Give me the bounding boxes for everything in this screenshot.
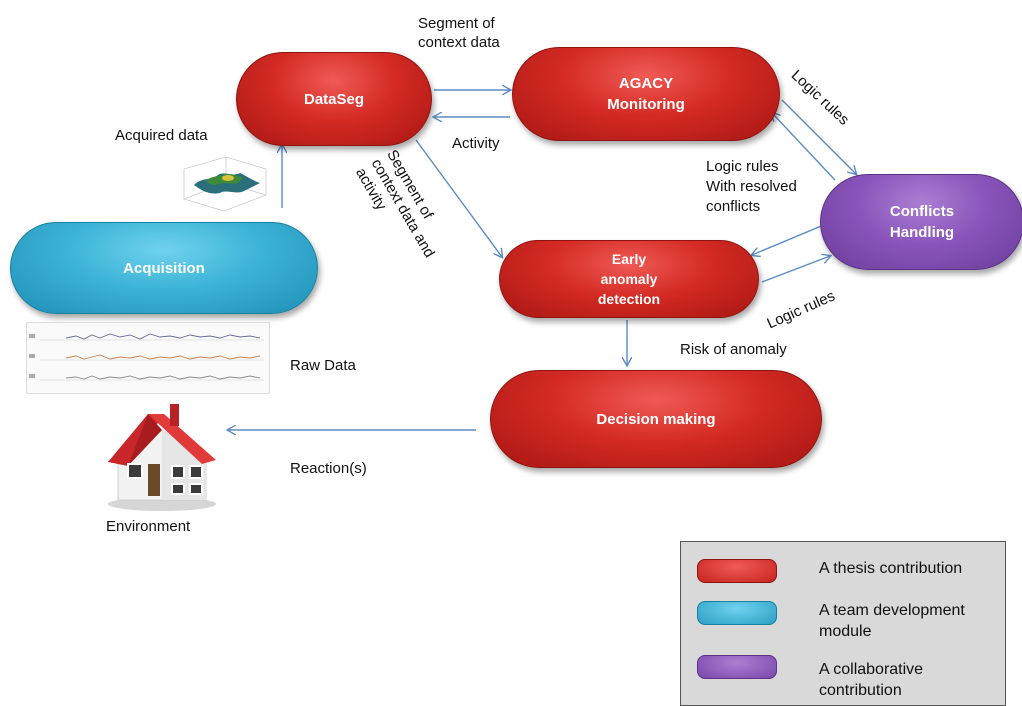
arrow-conflicts-to-agacy: [772, 113, 836, 181]
node-dataseg-label: DataSeg: [303, 90, 365, 108]
environment-label: Environment: [106, 518, 191, 535]
node-decision-label: Decision making: [596, 410, 716, 428]
edge-label-activity: Activity: [452, 135, 500, 152]
arrow-early-to-conflicts: [761, 256, 830, 283]
node-early-label-3: detection: [597, 291, 661, 307]
node-acquisition: Acquisition: [10, 222, 318, 314]
edge-label-risk-of-anomaly: Risk of anomaly: [680, 341, 787, 358]
node-conflicts-handling: Conflicts Handling: [820, 174, 1022, 270]
edge-label-reactions: Reaction(s): [290, 460, 367, 477]
node-conflicts-label-1: Conflicts: [889, 203, 955, 220]
edge-label-segment-context-2: context data: [418, 34, 500, 51]
edge-label-segment-context-1: Segment of: [418, 15, 495, 32]
legend: A thesis contribution A team development…: [680, 541, 1006, 706]
raw-data-thumbnail: [26, 322, 270, 394]
edge-label-segment-context: Segment of context data: [418, 14, 500, 52]
node-agacy-label-1: AGACY: [618, 75, 674, 92]
legend-label-team: A team development module: [819, 602, 965, 640]
edge-label-logic-rules-resolved-2: With resolved: [706, 178, 797, 195]
node-conflicts-label-2: Handling: [889, 224, 955, 241]
legend-swatch-team: [697, 601, 777, 625]
node-decision-making: Decision making: [490, 370, 822, 468]
node-dataseg: DataSeg: [236, 52, 432, 146]
edge-label-logic-rules-resolved-3: conflicts: [706, 198, 761, 215]
legend-swatch-thesis: [697, 559, 777, 583]
node-early-label-2: anomaly: [600, 271, 658, 287]
node-early-anomaly-detection: Early anomaly detection: [499, 240, 759, 318]
legend-label-thesis: A thesis contribution: [819, 560, 963, 577]
arrow-conflicts-to-early: [752, 223, 827, 255]
legend-label-collaborative: A collaborative contribution: [819, 661, 924, 699]
node-agacy-monitoring: AGACY Monitoring: [512, 47, 780, 141]
house-icon: [108, 404, 216, 511]
edge-label-raw-data: Raw Data: [290, 357, 356, 374]
arrow-agacy-to-conflicts: [781, 99, 856, 174]
surface-plot-thumbnail: [183, 156, 267, 212]
edge-label-acquired-data: Acquired data: [115, 127, 208, 144]
edge-label-logic-rules-resolved-1: Logic rules: [706, 158, 779, 175]
arrow-dataseg-to-early: [415, 139, 502, 257]
node-early-label-1: Early: [611, 251, 647, 267]
legend-swatch-collaborative: [697, 655, 777, 679]
node-acquisition-label: Acquisition: [123, 259, 205, 277]
edge-label-logic-rules-resolved: Logic rules With resolved conflicts: [706, 157, 797, 217]
node-agacy-label-2: Monitoring: [607, 96, 685, 113]
